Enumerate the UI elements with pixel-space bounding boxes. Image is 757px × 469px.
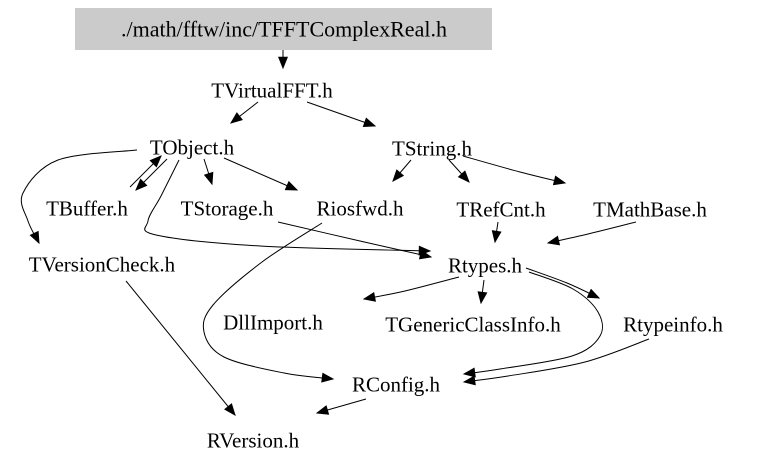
- node-RConfig[interactable]: RConfig.h: [352, 372, 441, 396]
- edge-Rtypes-Rtypeinfo: [525, 267, 601, 299]
- edge-TObject-TStorage: [203, 158, 214, 186]
- node-TVirtualFFT[interactable]: TVirtualFFT.h: [211, 78, 333, 102]
- edge-TMathBase-Rtypes: [546, 221, 637, 246]
- edge-Rtypes-RConfig: [462, 271, 603, 378]
- edge-RConfig-RVersion: [315, 398, 367, 415]
- highlight-box-TFFTComplexReal: [75, 8, 492, 50]
- node-TVersionCheck[interactable]: TVersionCheck.h: [29, 252, 176, 276]
- edge-Rtypes-DllImport: [362, 276, 460, 302]
- edge-TObject-Rtypes: [144, 159, 432, 256]
- node-Riosfwd[interactable]: Riosfwd.h: [317, 196, 404, 220]
- edge-Riosfwd-RConfig: [202, 222, 335, 383]
- node-TObject[interactable]: TObject.h: [150, 135, 235, 159]
- node-RVersion[interactable]: RVersion.h: [207, 428, 300, 452]
- node-TBuffer[interactable]: TBuffer.h: [46, 196, 128, 220]
- edge-TString-TRefCnt: [448, 159, 470, 183]
- node-TGenericClassInfo[interactable]: TGenericClassInfo.h: [385, 312, 561, 336]
- edge-TObject-TVersionCheck: [20, 149, 138, 245]
- node-Rtypes[interactable]: Rtypes.h: [448, 253, 523, 277]
- edge-TRefCnt-Rtypes: [491, 221, 502, 244]
- node-Rtypeinfo[interactable]: Rtypeinfo.h: [623, 312, 723, 336]
- node-TMathBase[interactable]: TMathBase.h: [593, 197, 707, 221]
- edge-TString-Riosfwd: [392, 159, 412, 182]
- edge-TString-TMathBase: [462, 155, 567, 186]
- edge-TVirtualFFT-TObject: [230, 101, 259, 124]
- node-TFFTComplexReal[interactable]: ./math/fftw/inc/TFFTComplexReal.h: [121, 17, 447, 42]
- node-TRefCnt[interactable]: TRefCnt.h: [456, 197, 546, 221]
- node-TStorage[interactable]: TStorage.h: [181, 196, 274, 220]
- edge-TVersionCheck-RVersion: [125, 280, 236, 416]
- edge-TObject-Riosfwd: [223, 157, 299, 191]
- edge-Rtypes-TGenericClassInfo: [477, 279, 488, 305]
- edge-TObject-TBuffer: [135, 158, 168, 191]
- node-DllImport[interactable]: DllImport.h: [223, 310, 323, 334]
- edge-TBuffer-TObject: [129, 155, 162, 188]
- edge-TStorage-Rtypes: [277, 221, 433, 260]
- node-TString[interactable]: TString.h: [392, 136, 472, 160]
- edge-Rtypeinfo-RConfig: [462, 338, 650, 386]
- edge-TVirtualFFT-TString: [306, 101, 377, 127]
